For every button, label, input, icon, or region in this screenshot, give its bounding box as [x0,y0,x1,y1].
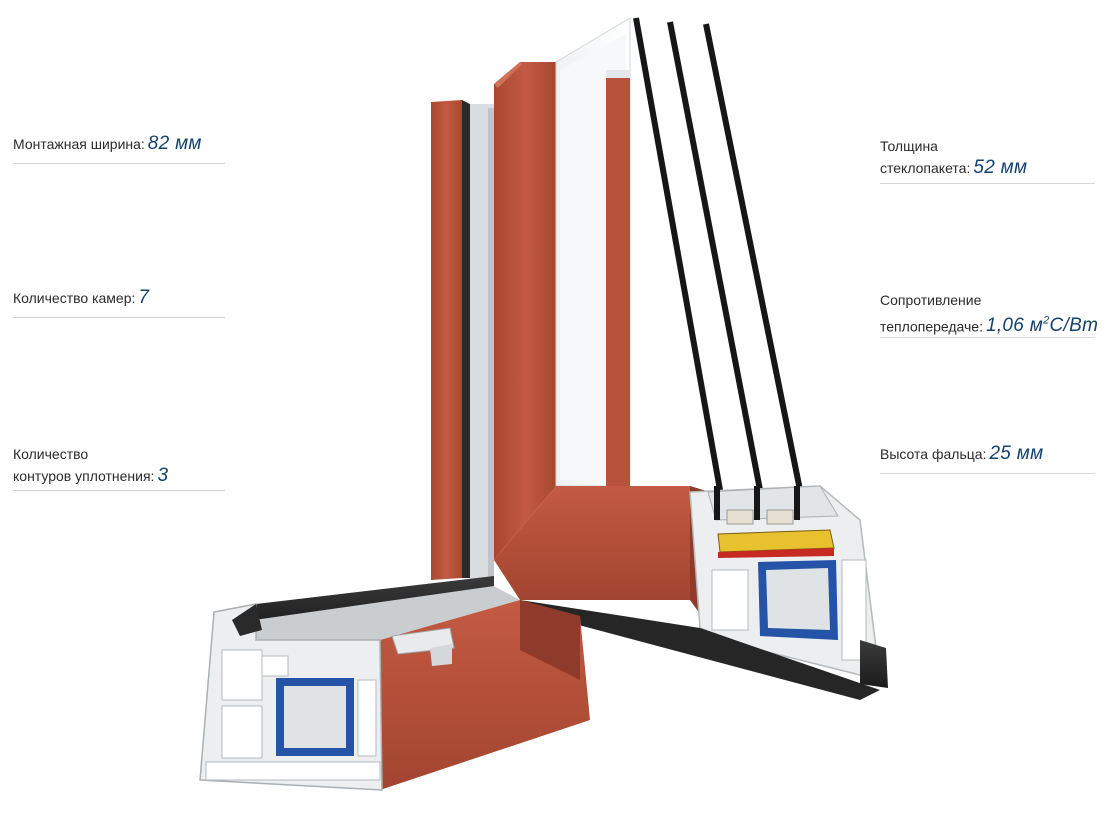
divider [13,490,225,491]
spec-seal-contours-label-line1: Количество [13,446,89,462]
spec-mounting-width-label: Монтажная ширина: [13,136,145,152]
sash-seal [520,600,880,700]
divider [13,163,225,164]
spec-rebate-height: Высота фальца:25 мм [880,443,1043,465]
divider [880,183,1095,184]
outer-frame-vertical [431,100,494,584]
spec-glass-thickness: Толщина стеклопакета:52 мм [880,136,1027,179]
spec-heat-resistance-value: 1,06 м2С/Вт [986,315,1098,336]
spec-heat-resistance-label-line2: теплопередаче: [880,318,983,335]
spec-mounting-width-value: 82 мм [147,133,202,154]
sash-cross-section [689,485,888,688]
spec-chamber-count-value: 7 [138,287,150,308]
spec-glass-thickness-label-line1: Толщина [880,138,938,154]
spec-rebate-height-value: 25 мм [989,443,1044,464]
spec-seal-contours-label-line2: контуров уплотнения: [13,468,155,484]
spec-heat-resistance-value-sup: 2 [1043,315,1050,327]
spec-chamber-count: Количество камер:7 [13,287,149,309]
sash-vertical [494,62,556,560]
spec-seal-contours: Количество контуров уплотнения:3 [13,444,168,487]
divider [13,317,225,318]
spec-chamber-count-label: Количество камер: [13,290,136,306]
outer-frame-horizontal [240,576,590,790]
spec-glass-thickness-label-line2: стеклопакета: [880,160,971,176]
divider [880,337,1095,338]
spec-mounting-width: Монтажная ширина:82 мм [13,133,202,155]
frame-cross-section [199,603,383,791]
spec-rebate-height-label: Высота фальца: [880,446,987,462]
divider [880,473,1095,474]
spec-heat-resistance-label-line1: Сопротивление [880,292,982,308]
spec-seal-contours-value: 3 [157,465,169,486]
spec-heat-resistance-value-main: 1,06 м [985,315,1044,337]
spec-glass-thickness-value: 52 мм [973,157,1028,178]
glass-unit [555,17,803,491]
spec-heat-resistance-value-tail: С/Вт [1049,315,1099,337]
spec-heat-resistance: Сопротивление теплопередаче:1,06 м2С/Вт [880,290,1098,337]
